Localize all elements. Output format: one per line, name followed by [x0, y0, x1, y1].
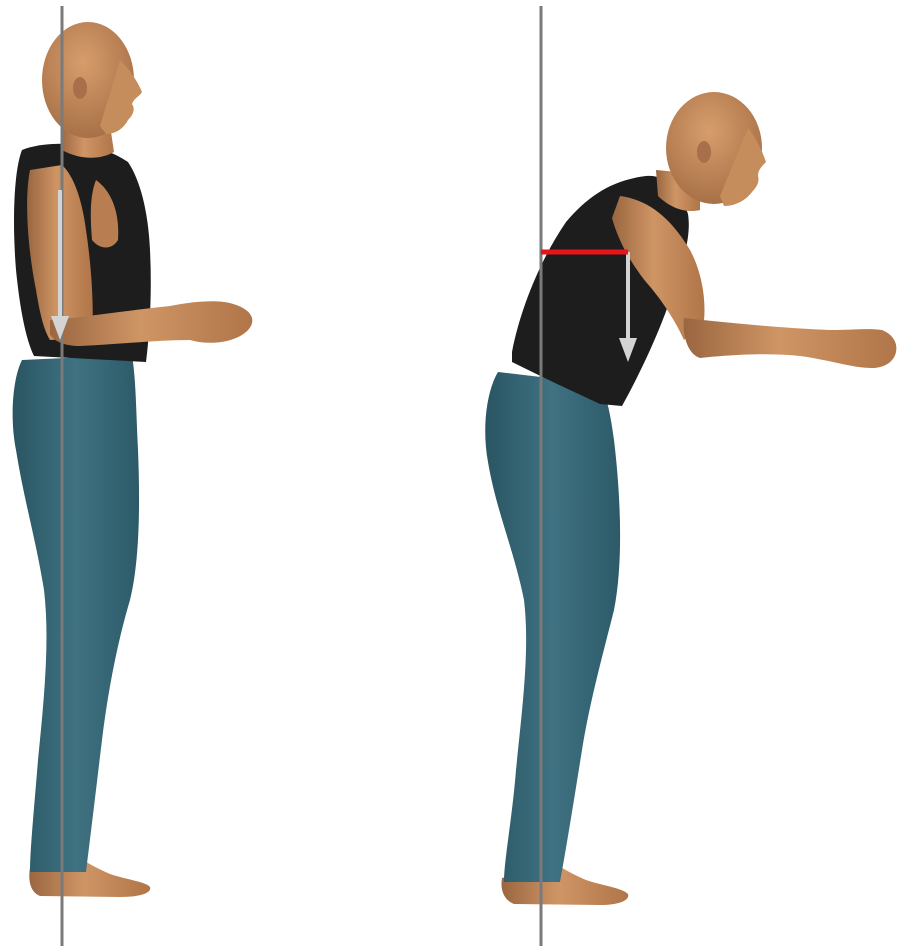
- jeans-right-figure: [485, 372, 620, 882]
- figure-upright: [13, 22, 253, 897]
- ear-left-figure: [73, 77, 87, 99]
- jeans-left-figure: [13, 355, 139, 872]
- figure-leaning: [485, 92, 896, 905]
- forearm-right-figure: [684, 318, 897, 368]
- ear-right-figure: [697, 141, 711, 163]
